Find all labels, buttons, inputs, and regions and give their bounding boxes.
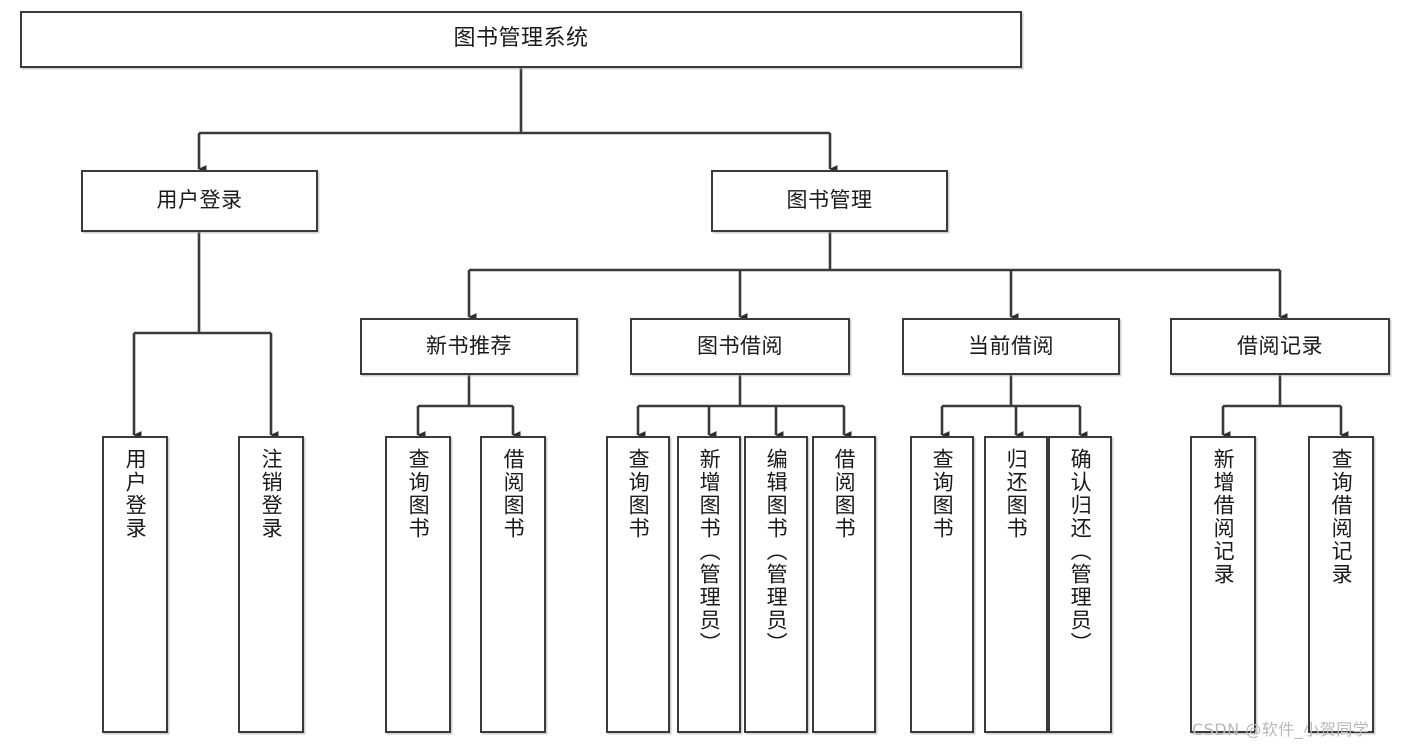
node-leaf-query-book-recommend[interactable]: 查询图书 — [385, 436, 451, 733]
node-leaf-query-book-borrow[interactable]: 查询图书 — [606, 436, 670, 733]
node-leaf-confirm-return-admin[interactable]: 确认归还（管理员） — [1048, 436, 1112, 733]
node-label: 借阅记录 — [1237, 333, 1323, 358]
node-label: 用户登录 — [123, 448, 148, 540]
node-leaf-return-book[interactable]: 归还图书 — [984, 436, 1048, 733]
csdn-watermark: CSDN @软件_小贺同学 — [1192, 720, 1370, 739]
node-leaf-user-login[interactable]: 用户登录 — [102, 436, 168, 733]
node-borrow-record[interactable]: 借阅记录 — [1170, 318, 1390, 375]
node-current-borrow[interactable]: 当前借阅 — [902, 318, 1120, 375]
node-leaf-logout[interactable]: 注销登录 — [238, 436, 304, 733]
node-label: 查询图书 — [626, 448, 651, 540]
node-label: 编辑图书（管理员） — [764, 448, 789, 655]
node-label: 借阅图书 — [832, 448, 857, 540]
node-leaf-query-book-current[interactable]: 查询图书 — [910, 436, 974, 733]
node-label: 确认归还（管理员） — [1068, 448, 1093, 655]
node-user-login[interactable]: 用户登录 — [81, 170, 318, 232]
node-new-book-recommend[interactable]: 新书推荐 — [360, 318, 578, 375]
node-root-system[interactable]: 图书管理系统 — [20, 11, 1022, 68]
node-book-borrow[interactable]: 图书借阅 — [630, 318, 850, 375]
node-label: 当前借阅 — [968, 333, 1054, 358]
node-leaf-query-borrow-record[interactable]: 查询借阅记录 — [1308, 436, 1374, 733]
node-label: 借阅图书 — [501, 448, 526, 540]
node-label: 新书推荐 — [426, 333, 512, 358]
node-label: 新增图书（管理员） — [697, 448, 722, 655]
node-label: 图书借阅 — [697, 333, 783, 358]
node-label: 归还图书 — [1004, 448, 1029, 540]
node-label: 查询图书 — [406, 448, 431, 540]
node-label: 新增借阅记录 — [1211, 448, 1236, 586]
node-book-management[interactable]: 图书管理 — [711, 170, 948, 232]
node-label: 用户登录 — [156, 188, 243, 213]
node-label: 查询借阅记录 — [1329, 448, 1354, 586]
node-label: 查询图书 — [930, 448, 955, 540]
node-leaf-add-borrow-record[interactable]: 新增借阅记录 — [1190, 436, 1256, 733]
node-label: 图书管理系统 — [453, 26, 589, 52]
node-leaf-borrow-book[interactable]: 借阅图书 — [812, 436, 876, 733]
node-label: 注销登录 — [259, 448, 284, 540]
node-leaf-add-book-admin[interactable]: 新增图书（管理员） — [677, 436, 741, 733]
node-leaf-edit-book-admin[interactable]: 编辑图书（管理员） — [744, 436, 808, 733]
node-label: 图书管理 — [786, 188, 873, 213]
node-leaf-borrow-book-recommend[interactable]: 借阅图书 — [480, 436, 546, 733]
